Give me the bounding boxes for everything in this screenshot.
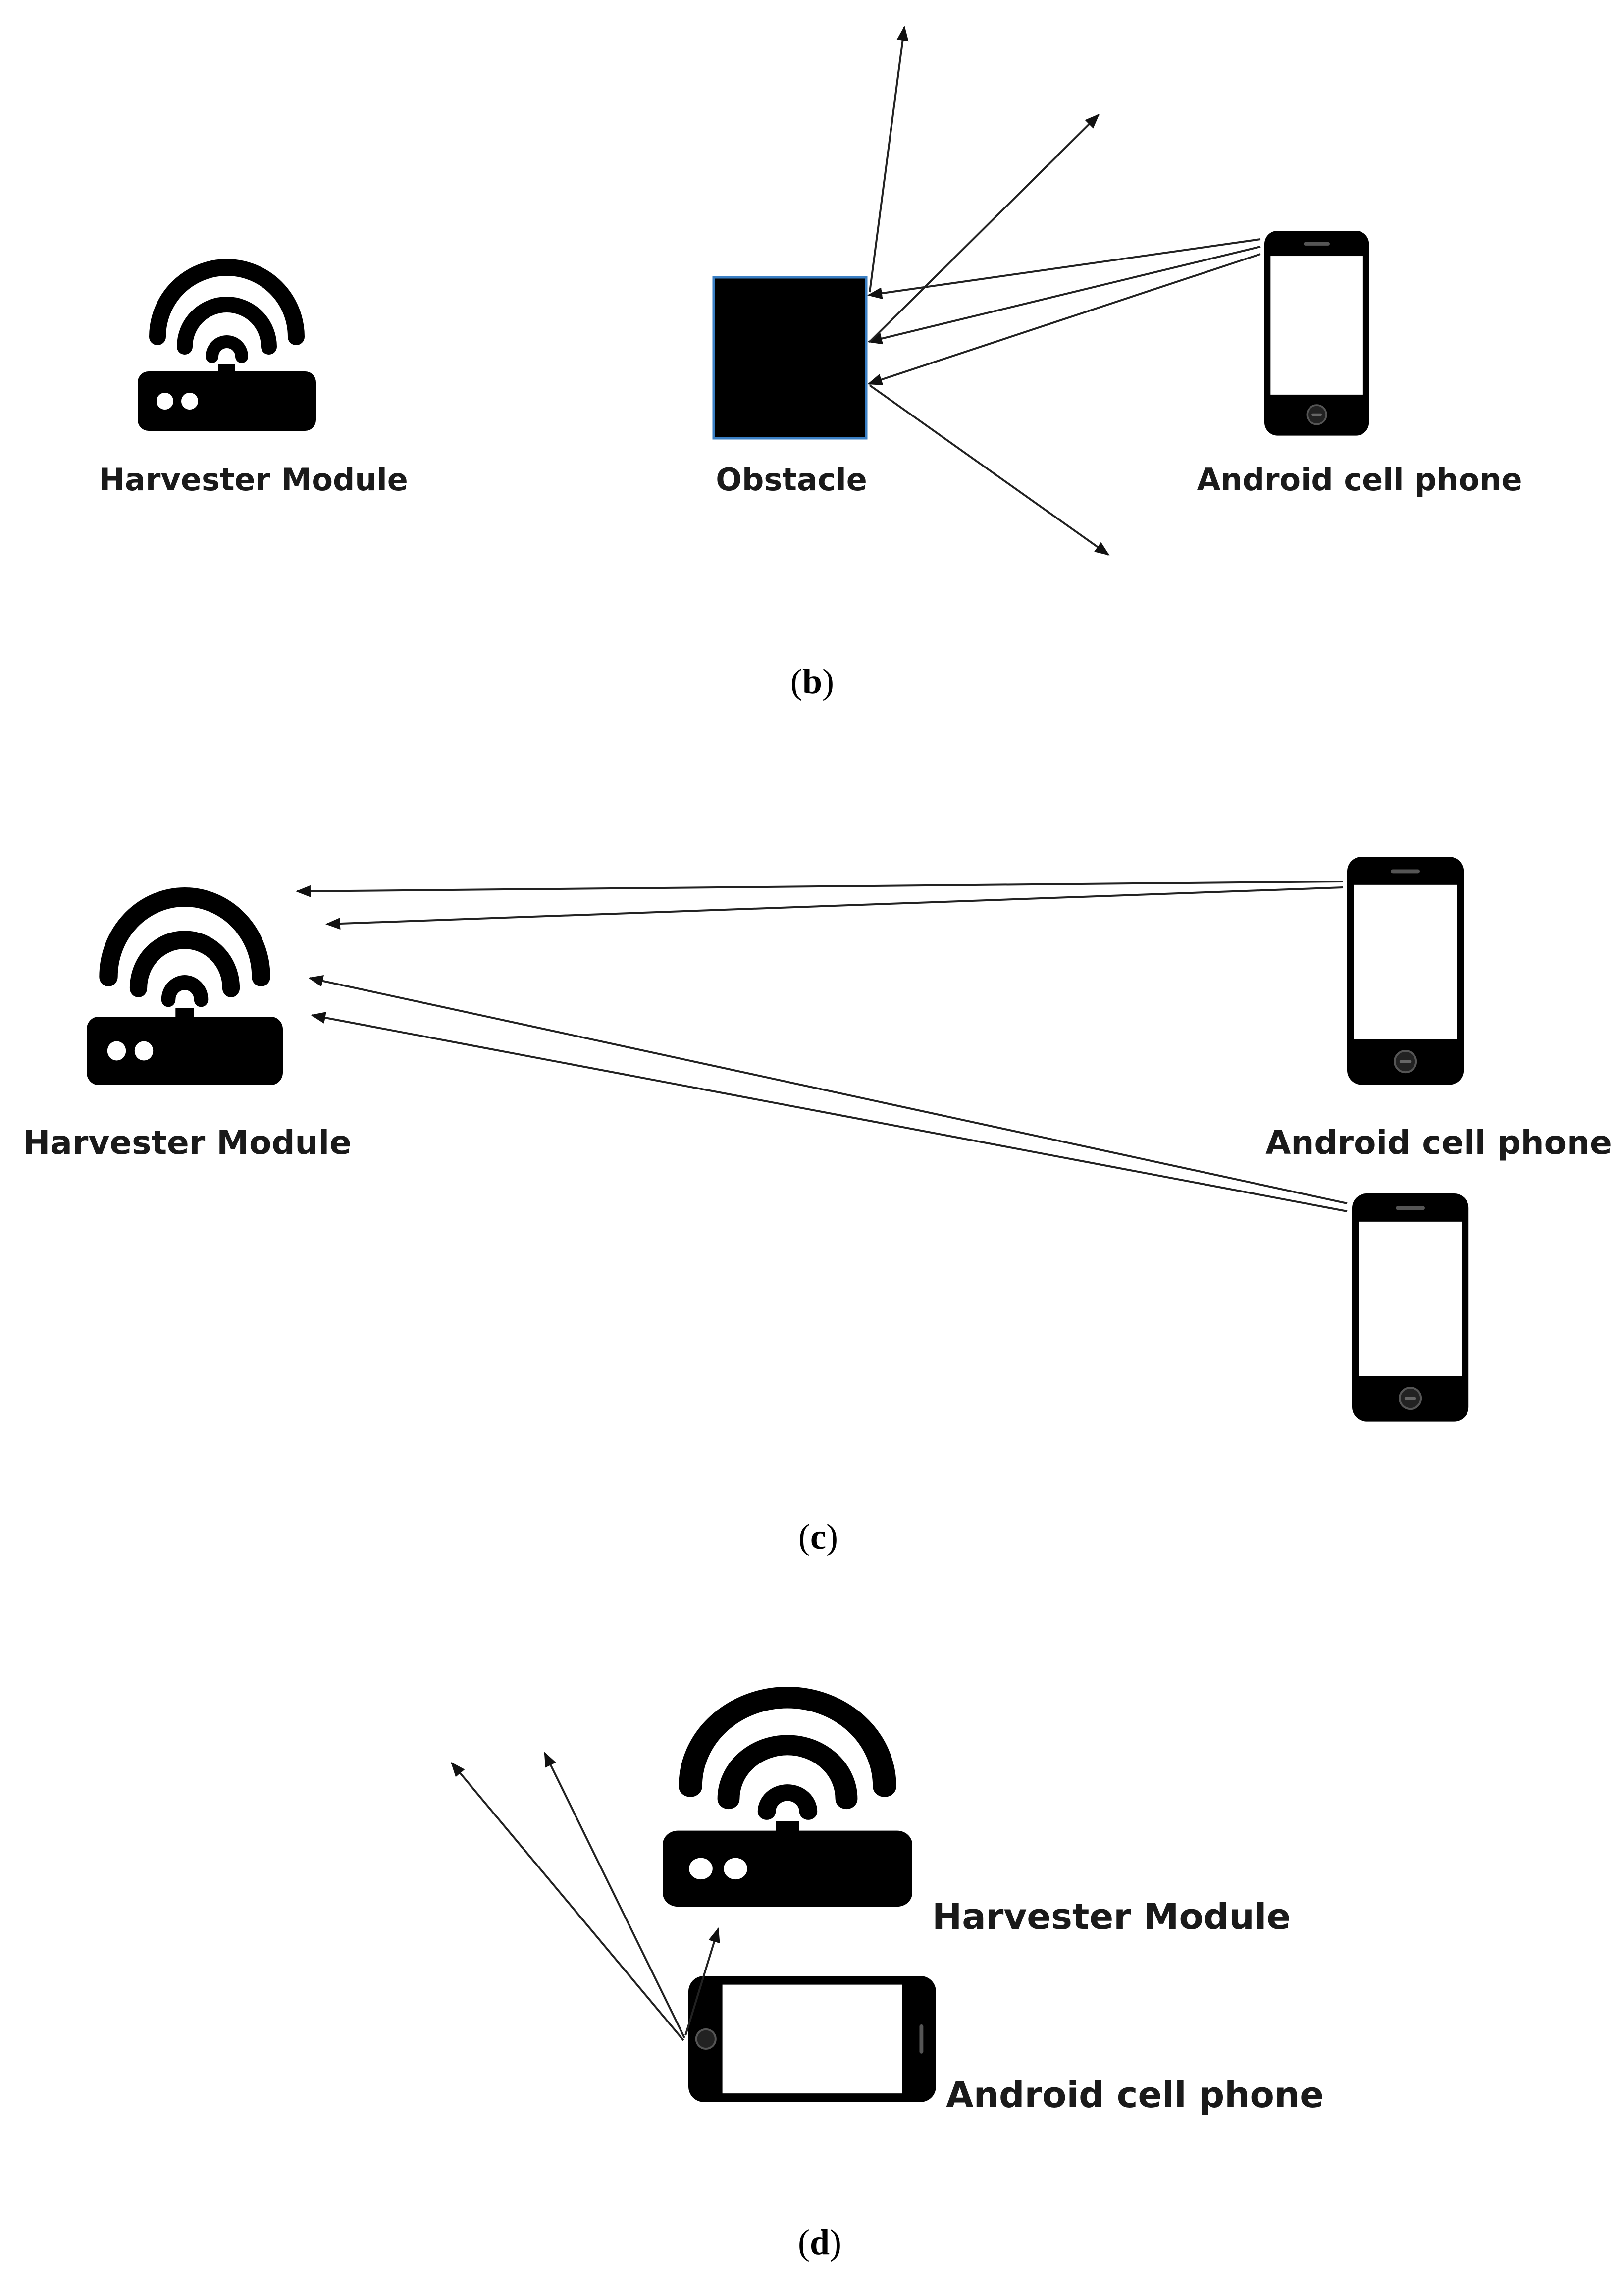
harvester-label: Harvester Module: [23, 1124, 352, 1162]
caption-d: (d): [798, 2223, 841, 2262]
ray: [684, 1927, 720, 2036]
android-phone-c-top: Android cell phone: [1265, 856, 1612, 1162]
signal-rays-c: [296, 881, 1348, 1212]
harvester-label: Harvester Module: [932, 1896, 1291, 1937]
android-phone-c-bottom: [1351, 1192, 1470, 1423]
ray: [544, 1752, 685, 2038]
reflected-ray: [869, 384, 1110, 556]
phone-label: Android cell phone: [1265, 1124, 1612, 1162]
wifi-router-icon: [87, 897, 283, 1086]
signal-rays-d: [451, 1752, 720, 2041]
ray: [308, 975, 1348, 1204]
harvester-module-b: Harvester Module: [99, 267, 408, 498]
smartphone-icon: [1351, 1192, 1470, 1423]
reflected-ray: [869, 113, 1100, 343]
caption-b: (b): [790, 662, 834, 701]
wifi-router-icon: [663, 1698, 912, 1907]
harvester-module-d: Harvester Module: [663, 1698, 1291, 1937]
smartphone-icon: [687, 1975, 937, 2103]
reflected-ray: [869, 26, 909, 293]
obstacle-label: Obstacle: [716, 462, 867, 498]
smartphone-icon: [1263, 230, 1370, 437]
android-phone-b: Android cell phone: [1197, 230, 1522, 498]
android-phone-d: Android cell phone: [687, 1975, 1324, 2116]
panel-c: Harvester Module Android cell phone (c): [23, 856, 1612, 1556]
ray: [451, 1762, 684, 2041]
ray: [867, 246, 1261, 345]
ray: [867, 253, 1261, 385]
phone-label: Android cell phone: [946, 2074, 1324, 2116]
panel-d: Harvester Module Android cell phone (d): [451, 1698, 1324, 2262]
smartphone-icon: [1346, 856, 1465, 1086]
ray: [325, 886, 1344, 930]
signal-rays-b: [867, 26, 1261, 556]
ray: [296, 881, 1344, 897]
ray: [311, 1012, 1348, 1212]
caption-c: (c): [798, 1517, 838, 1556]
wifi-router-icon: [138, 267, 316, 431]
panel-b: Harvester Module Obstacle Android cell p…: [99, 26, 1522, 701]
ray: [867, 238, 1261, 300]
phone-label: Android cell phone: [1197, 462, 1522, 498]
harvester-module-c: Harvester Module: [23, 897, 352, 1162]
harvester-label: Harvester Module: [99, 462, 408, 498]
obstacle-block: [712, 276, 868, 440]
